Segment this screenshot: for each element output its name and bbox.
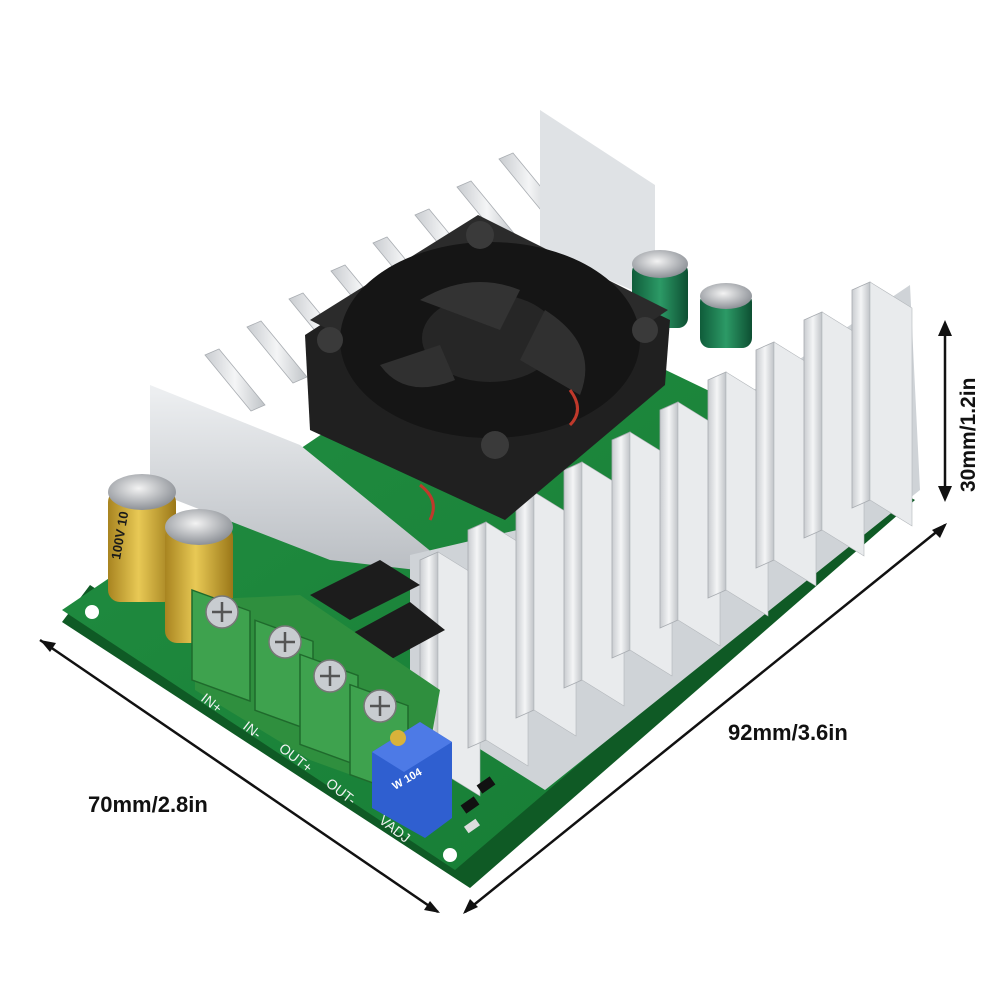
heatsink-fin [611,431,631,659]
mounting-hole [443,848,457,862]
fan-screw [466,221,494,249]
fan-wire [568,389,579,427]
fan-screw [317,327,343,353]
adjust-screw [390,730,406,746]
heatsink-fins [419,281,913,797]
heatsink-fin [851,281,871,509]
dimension-width: 92mm/3.6in [463,523,947,914]
heatsink-fin [515,491,535,719]
potentiometer: W 104 [372,722,452,838]
heatsink-fin [204,348,266,412]
cooling-fan [305,215,670,521]
smd-components [460,776,496,834]
fan-wire [419,483,435,521]
heatsink-fin [659,401,679,629]
dimension-depth: 70mm/2.8in [39,638,440,914]
heatsink-front [410,281,920,797]
heatsink-fin [563,461,583,689]
mounting-hole [85,605,99,619]
dimension-width-label: 92mm/3.6in [728,720,848,745]
heatsink-fin [803,311,823,539]
heatsink-fin-face [869,281,913,527]
heatsink-rear [150,110,655,575]
dimension-depth-label: 70mm/2.8in [88,792,208,817]
dimension-height: 30mm/1.2in [938,320,980,502]
heatsink-fin [707,371,727,599]
fan-screw [481,431,509,459]
heatsink-fin [246,320,308,384]
heatsink-fin [467,521,487,749]
heatsink-fin [755,341,775,569]
fan-screw [632,317,658,343]
dimension-height-label: 30mm/1.2in [957,378,980,492]
